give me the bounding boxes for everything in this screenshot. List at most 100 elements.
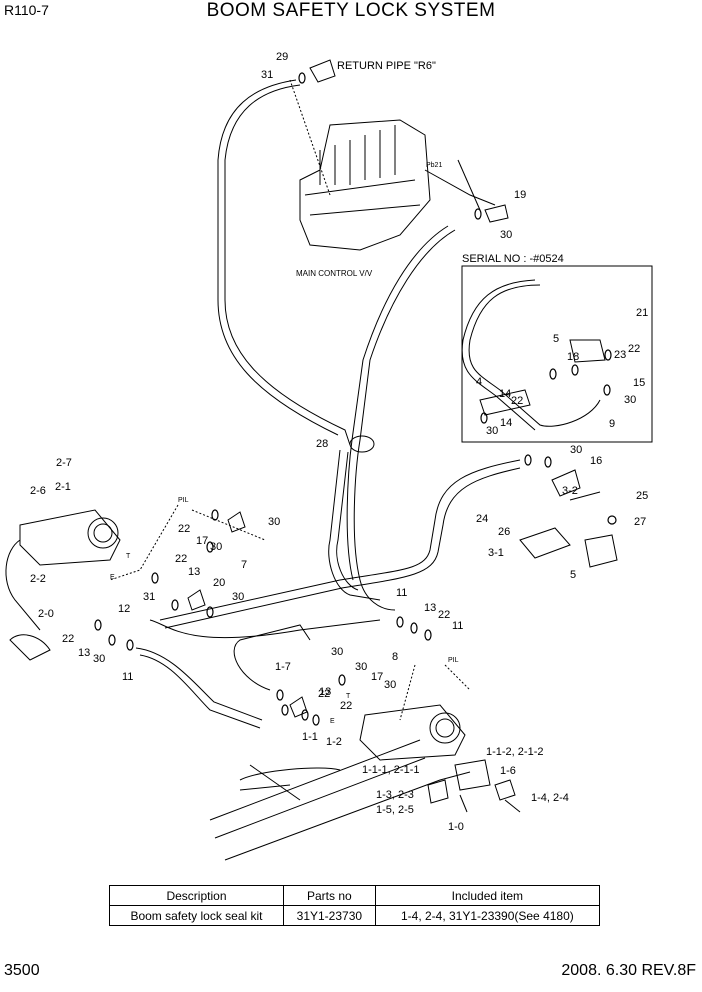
part-callout: 1-1 [302, 731, 318, 743]
part-callout: 11 [396, 587, 407, 599]
part-callout: 14 [499, 388, 511, 400]
part-callout: 1-6 [500, 765, 516, 777]
model-number: R110-7 [4, 2, 49, 18]
part-callout: 26 [498, 526, 510, 538]
part-callout: 7 [241, 559, 247, 571]
part-callout: 1-3, 2-3 [376, 789, 414, 801]
part-callout: 22 [178, 523, 190, 535]
part-callout: 2-1 [55, 481, 71, 493]
part-callout: 29 [276, 51, 288, 63]
table-header-row: Description Parts no Included item [109, 885, 601, 906]
part-callout: 1-1-1, 2-1-1 [362, 764, 419, 776]
table-row: Boom safety lock seal kit 31Y1-23730 1-4… [109, 905, 601, 926]
port-pil-lower: PIL [448, 657, 459, 664]
part-callout: 30 [210, 541, 222, 553]
revision-date: 2008. 6.30 REV.8F [561, 962, 696, 979]
part-callout: 13 [424, 602, 436, 614]
part-callout: 1-5, 2-5 [376, 804, 414, 816]
port-e-lower: E [330, 718, 335, 725]
part-callout: 22 [175, 553, 187, 565]
part-callout: 18 [567, 351, 579, 363]
cell-description: Boom safety lock seal kit [109, 905, 284, 926]
part-callout: 23 [614, 349, 626, 361]
part-callout: 22 [511, 395, 523, 407]
part-callout: 2-0 [38, 608, 54, 620]
part-callout: 13 [188, 566, 200, 578]
part-callout: 30 [93, 653, 105, 665]
boom-lock-valve [359, 704, 466, 761]
part-callout: 5 [553, 333, 559, 345]
hose-clamp [349, 435, 375, 453]
boom-cylinder [209, 739, 471, 861]
return-pipe-label: RETURN PIPE "R6" [337, 60, 436, 72]
part-callout: 5 [570, 569, 576, 581]
part-callout: 8 [392, 651, 398, 663]
part-callout: 17 [196, 535, 208, 547]
main-control-valve-label: MAIN CONTROL V/V [296, 269, 373, 278]
part-callout: 20 [213, 577, 225, 589]
page-number: 3500 [4, 962, 40, 979]
part-callout: 13 [319, 686, 331, 698]
port-t-lower: T [346, 693, 351, 700]
column-header-description: Description [109, 885, 284, 906]
port-t-upper: T [126, 553, 131, 560]
port-pil-upper: PIL [178, 497, 189, 504]
part-callout: 13 [78, 647, 90, 659]
part-callout: 22 [62, 633, 74, 645]
cell-included-item: 1-4, 2-4, 31Y1-23390(See 4180) [374, 905, 601, 926]
part-callout: 2-2 [30, 573, 46, 585]
port-e-upper: E [110, 574, 115, 581]
part-callout: 30 [331, 646, 343, 658]
part-callout: 11 [452, 620, 463, 632]
part-callout: 19 [514, 189, 526, 201]
part-callout: 1-0 [448, 821, 464, 833]
part-callout: 22 [318, 688, 330, 700]
port-pb21-label: Pb21 [426, 162, 442, 169]
part-callout: 22 [628, 343, 640, 355]
column-header-included-item: Included item [374, 885, 601, 906]
part-callout: 9 [609, 418, 615, 430]
part-callout: 11 [122, 671, 133, 683]
part-callout: 1-7 [275, 661, 291, 673]
cv-hose [353, 229, 456, 611]
part-callout: 30 [486, 425, 498, 437]
part-callout: 4 [476, 376, 482, 388]
part-callout: 2-6 [30, 485, 46, 497]
part-callout: 3-1 [488, 547, 504, 559]
part-callout: 30 [355, 661, 367, 673]
part-callout: 31 [261, 69, 273, 81]
part-callout: 15 [633, 377, 645, 389]
lower-hose [139, 654, 261, 729]
part-callout: 1-4, 2-4 [531, 792, 569, 804]
part-callout: 25 [636, 490, 648, 502]
part-callout: 30 [232, 591, 244, 603]
part-callout: 16 [590, 455, 602, 467]
seal-kit-table: Description Parts no Included item Boom … [109, 885, 601, 926]
part-callout: 24 [476, 513, 488, 525]
column-header-parts-no: Parts no [282, 885, 376, 906]
part-callout: 30 [500, 229, 512, 241]
return-hose [224, 84, 351, 446]
part-callout: 28 [316, 438, 328, 450]
part-callout: 30 [384, 679, 396, 691]
part-callout: 30 [268, 516, 280, 528]
page-title: BOOM SAFETY LOCK SYSTEM [206, 0, 496, 21]
main-control-valve-block [299, 119, 431, 251]
part-callout: 31 [143, 591, 155, 603]
part-callout: 22 [438, 609, 450, 621]
arm-lock-valve [19, 509, 121, 566]
part-callout: 3-2 [562, 485, 578, 497]
serial-number-label: SERIAL NO : -#0524 [462, 253, 564, 265]
part-callout: 21 [636, 307, 648, 319]
part-callout: 14 [500, 417, 512, 429]
part-callout: 1-2 [326, 736, 342, 748]
part-callout: 2-7 [56, 457, 72, 469]
solenoid-valve [519, 527, 571, 559]
part-callout: 27 [634, 516, 646, 528]
cell-parts-no: 31Y1-23730 [282, 905, 376, 926]
part-callout: 17 [371, 671, 383, 683]
part-callout: 30 [624, 394, 636, 406]
part-callout: 12 [118, 603, 130, 615]
